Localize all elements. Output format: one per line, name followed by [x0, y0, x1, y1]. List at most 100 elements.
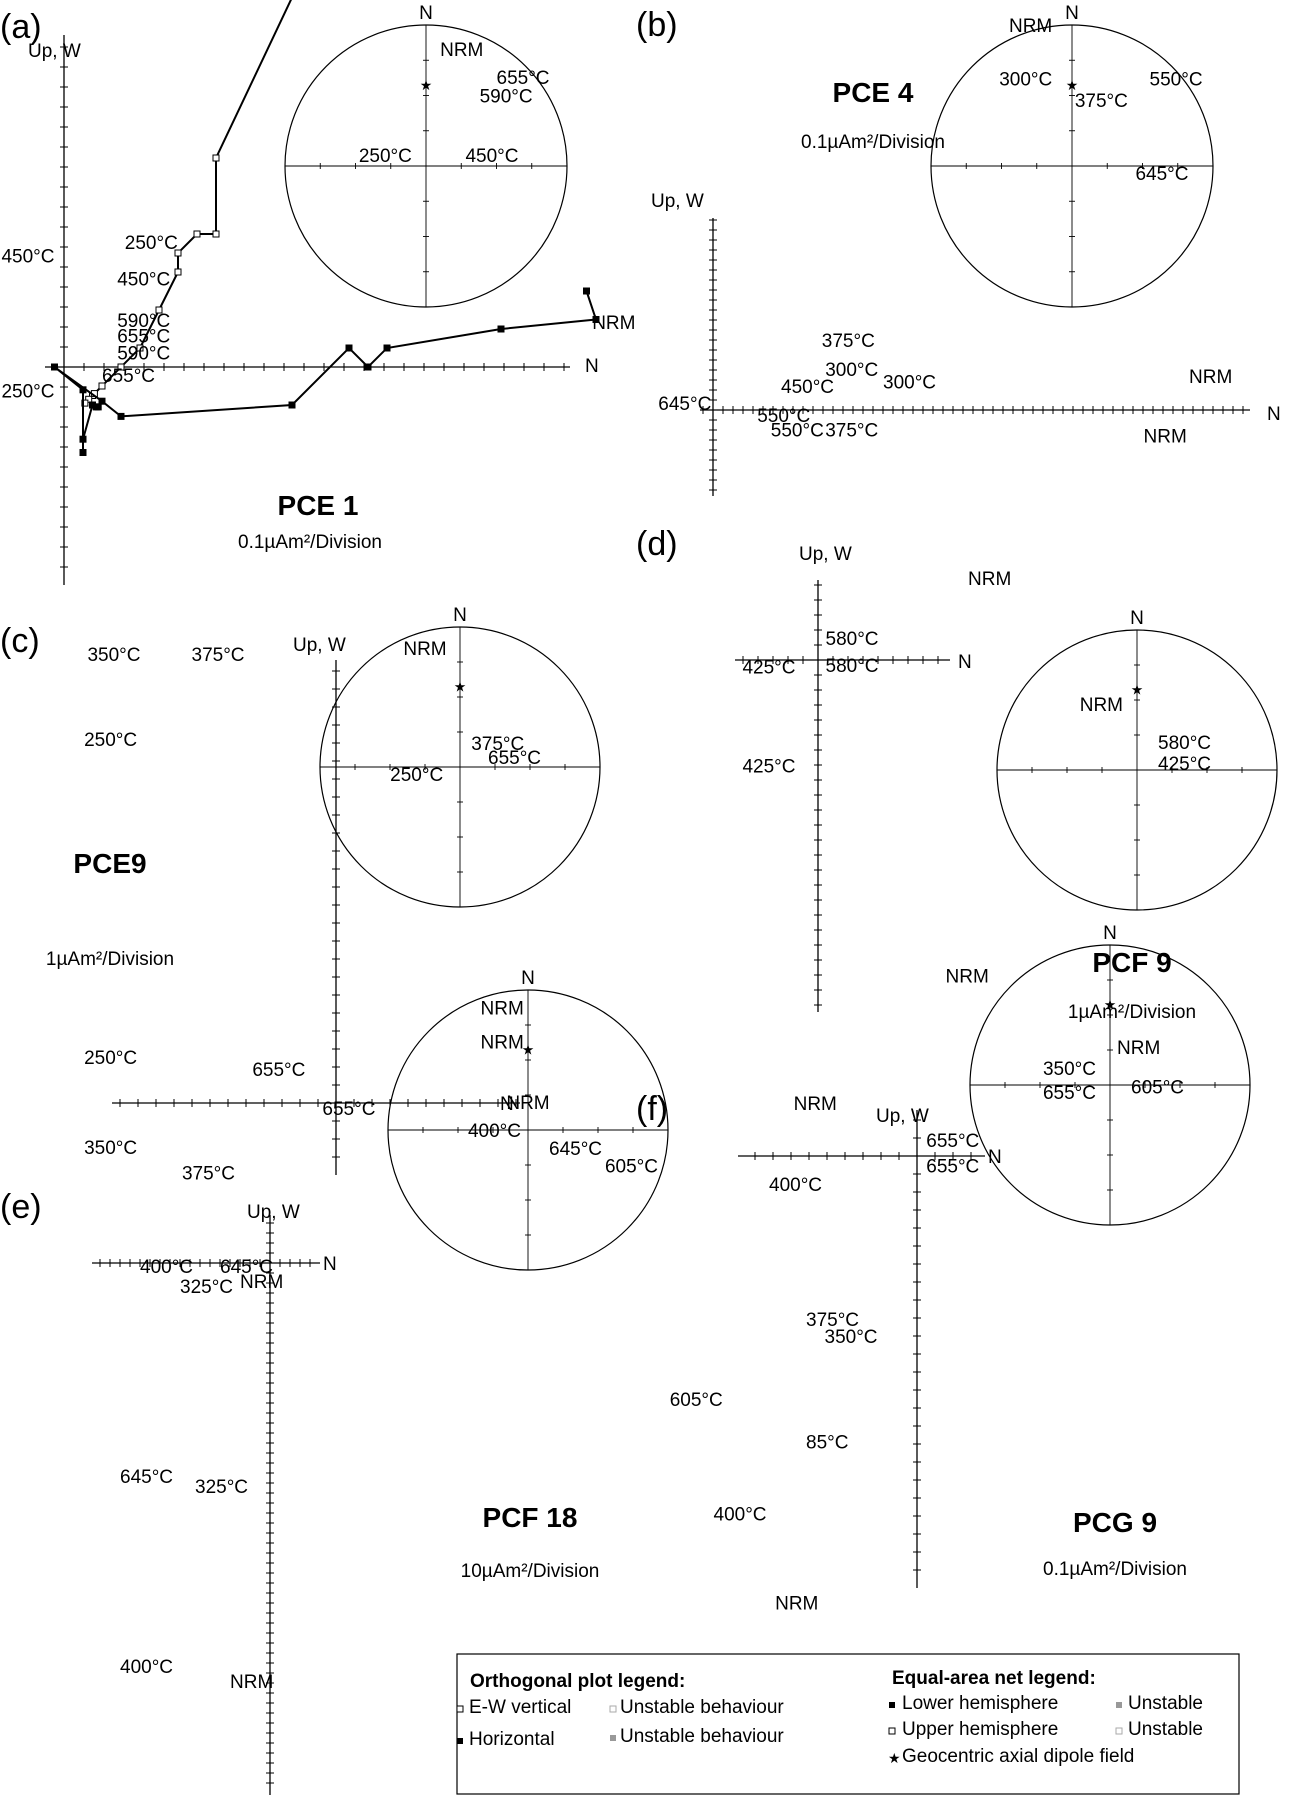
net-label: 450°C	[465, 146, 518, 167]
temperature-label: 450°C	[117, 269, 170, 290]
legend-unstable-1: Unstable behaviour	[620, 1697, 784, 1718]
legend-orthogonal-title: Orthogonal plot legend:	[470, 1671, 685, 1692]
legend-frame	[456, 1653, 1240, 1795]
specimen-title: PCG 9	[1073, 1507, 1157, 1538]
horizontal-point	[345, 344, 353, 352]
temperature-label: 655°C	[102, 366, 155, 387]
legend-lower-hemisphere: Lower hemisphere	[902, 1693, 1058, 1714]
vertical-point	[174, 268, 182, 276]
north-axis-label: N	[500, 1094, 514, 1115]
temperature-label: 325°C	[180, 1277, 233, 1298]
horizontal-icon	[457, 1738, 463, 1744]
legend-upper-hemisphere: Upper hemisphere	[902, 1719, 1058, 1740]
panel-label: (a)	[0, 8, 42, 46]
temperature-label: 350°C	[84, 1138, 137, 1159]
panel-label: (f)	[636, 1090, 668, 1128]
net-label: 350°C	[1043, 1059, 1096, 1080]
legend-ew-vertical: E-W vertical	[469, 1697, 571, 1718]
temperature-label: 550°C	[771, 421, 824, 442]
net-label: 655°C	[497, 68, 550, 89]
horizontal-point	[117, 412, 125, 420]
horizontal-point	[79, 449, 87, 456]
net-north-label: N	[1130, 608, 1144, 629]
temperature-label: 375°C	[825, 421, 878, 442]
vertical-point	[212, 230, 220, 238]
legend-equal-area-title: Equal-area net legend:	[892, 1668, 1096, 1689]
temperature-label: NRM	[230, 1672, 273, 1693]
horizontal-point	[98, 397, 106, 405]
temperature-label: 645°C	[120, 1467, 173, 1488]
temperature-label: 325°C	[195, 1477, 248, 1498]
horizontal-point	[497, 325, 505, 333]
temperature-label: 400°C	[714, 1504, 767, 1525]
unstable-open-icon	[609, 1705, 617, 1713]
net-label: 645°C	[549, 1139, 602, 1160]
temperature-label: 590°C	[117, 311, 170, 332]
star-icon: ★	[888, 1750, 901, 1766]
temperature-label: 605°C	[670, 1390, 723, 1411]
temperature-label: NRM	[481, 999, 524, 1020]
net-label: 250°C	[359, 146, 412, 167]
temperature-label: NRM	[592, 313, 635, 334]
temperature-label: 655°C	[926, 1157, 979, 1178]
temperature-label: 300°C	[825, 360, 878, 381]
temperature-label: 425°C	[742, 757, 795, 778]
net-label: NRM	[1009, 16, 1052, 37]
unstable-upper-icon	[1115, 1727, 1123, 1735]
temperature-label: NRM	[481, 1033, 524, 1054]
net-north-label: N	[1065, 3, 1079, 24]
panel-label: (d)	[636, 525, 678, 563]
net-label: 375°C	[1075, 91, 1128, 112]
specimen-title: PCF 9	[1092, 947, 1171, 978]
temperature-label: 550°C	[757, 406, 810, 427]
specimen-title: PCE 1	[278, 490, 359, 521]
horizontal-point	[583, 287, 590, 295]
temperature-label: 250°C	[84, 1048, 137, 1069]
net-label: NRM	[1117, 1038, 1160, 1059]
net-label: 250°C	[390, 765, 443, 786]
net-label: 400°C	[468, 1121, 521, 1142]
temperature-label: NRM	[1144, 426, 1187, 447]
panel-label: (e)	[0, 1188, 42, 1226]
specimen-title: PCE 4	[833, 77, 914, 108]
temperature-label: 580°C	[826, 629, 879, 650]
specimen-title: PCE9	[73, 848, 146, 879]
vertical-point	[117, 363, 125, 371]
temperature-label: 375°C	[806, 1310, 859, 1331]
vertical-point	[85, 395, 93, 403]
gad-star-icon: ★	[1131, 681, 1144, 697]
net-label: 605°C	[1131, 1077, 1184, 1098]
temperature-label: 655°C	[117, 326, 170, 347]
horizontal-point	[364, 363, 372, 371]
net-label: 300°C	[999, 70, 1052, 91]
legend-unstable-3: Unstable	[1128, 1693, 1203, 1714]
net-north-label: N	[453, 605, 467, 626]
vertical-point	[174, 249, 182, 257]
scale-label: 0.1µAm²/Division	[238, 532, 382, 553]
legend-unstable-4: Unstable	[1128, 1719, 1203, 1740]
net-north-label: N	[1103, 923, 1117, 944]
north-axis-label: N	[1267, 404, 1281, 425]
gad-star-icon: ★	[420, 77, 433, 93]
up-west-label: Up, W	[247, 1202, 300, 1223]
vertical-point	[212, 154, 220, 162]
legend-horizontal: Horizontal	[469, 1729, 555, 1750]
scale-label: 0.1µAm²/Division	[1043, 1559, 1187, 1580]
legend: Orthogonal plot legend: E-W vertical Uns…	[456, 1653, 1240, 1795]
up-west-label: Up, W	[799, 544, 852, 565]
vertical-point	[136, 344, 144, 352]
scale-label: 1µAm²/Division	[46, 949, 174, 970]
up-west-label: Up, W	[293, 635, 346, 656]
temperature-label: 400°C	[769, 1175, 822, 1196]
gad-star-icon: ★	[454, 678, 467, 694]
temperature-label: 375°C	[182, 1164, 235, 1185]
temperature-label: 350°C	[87, 645, 140, 666]
north-axis-label: N	[323, 1254, 337, 1275]
temperature-label: 450°C	[781, 377, 834, 398]
net-label: 655°C	[488, 748, 541, 769]
